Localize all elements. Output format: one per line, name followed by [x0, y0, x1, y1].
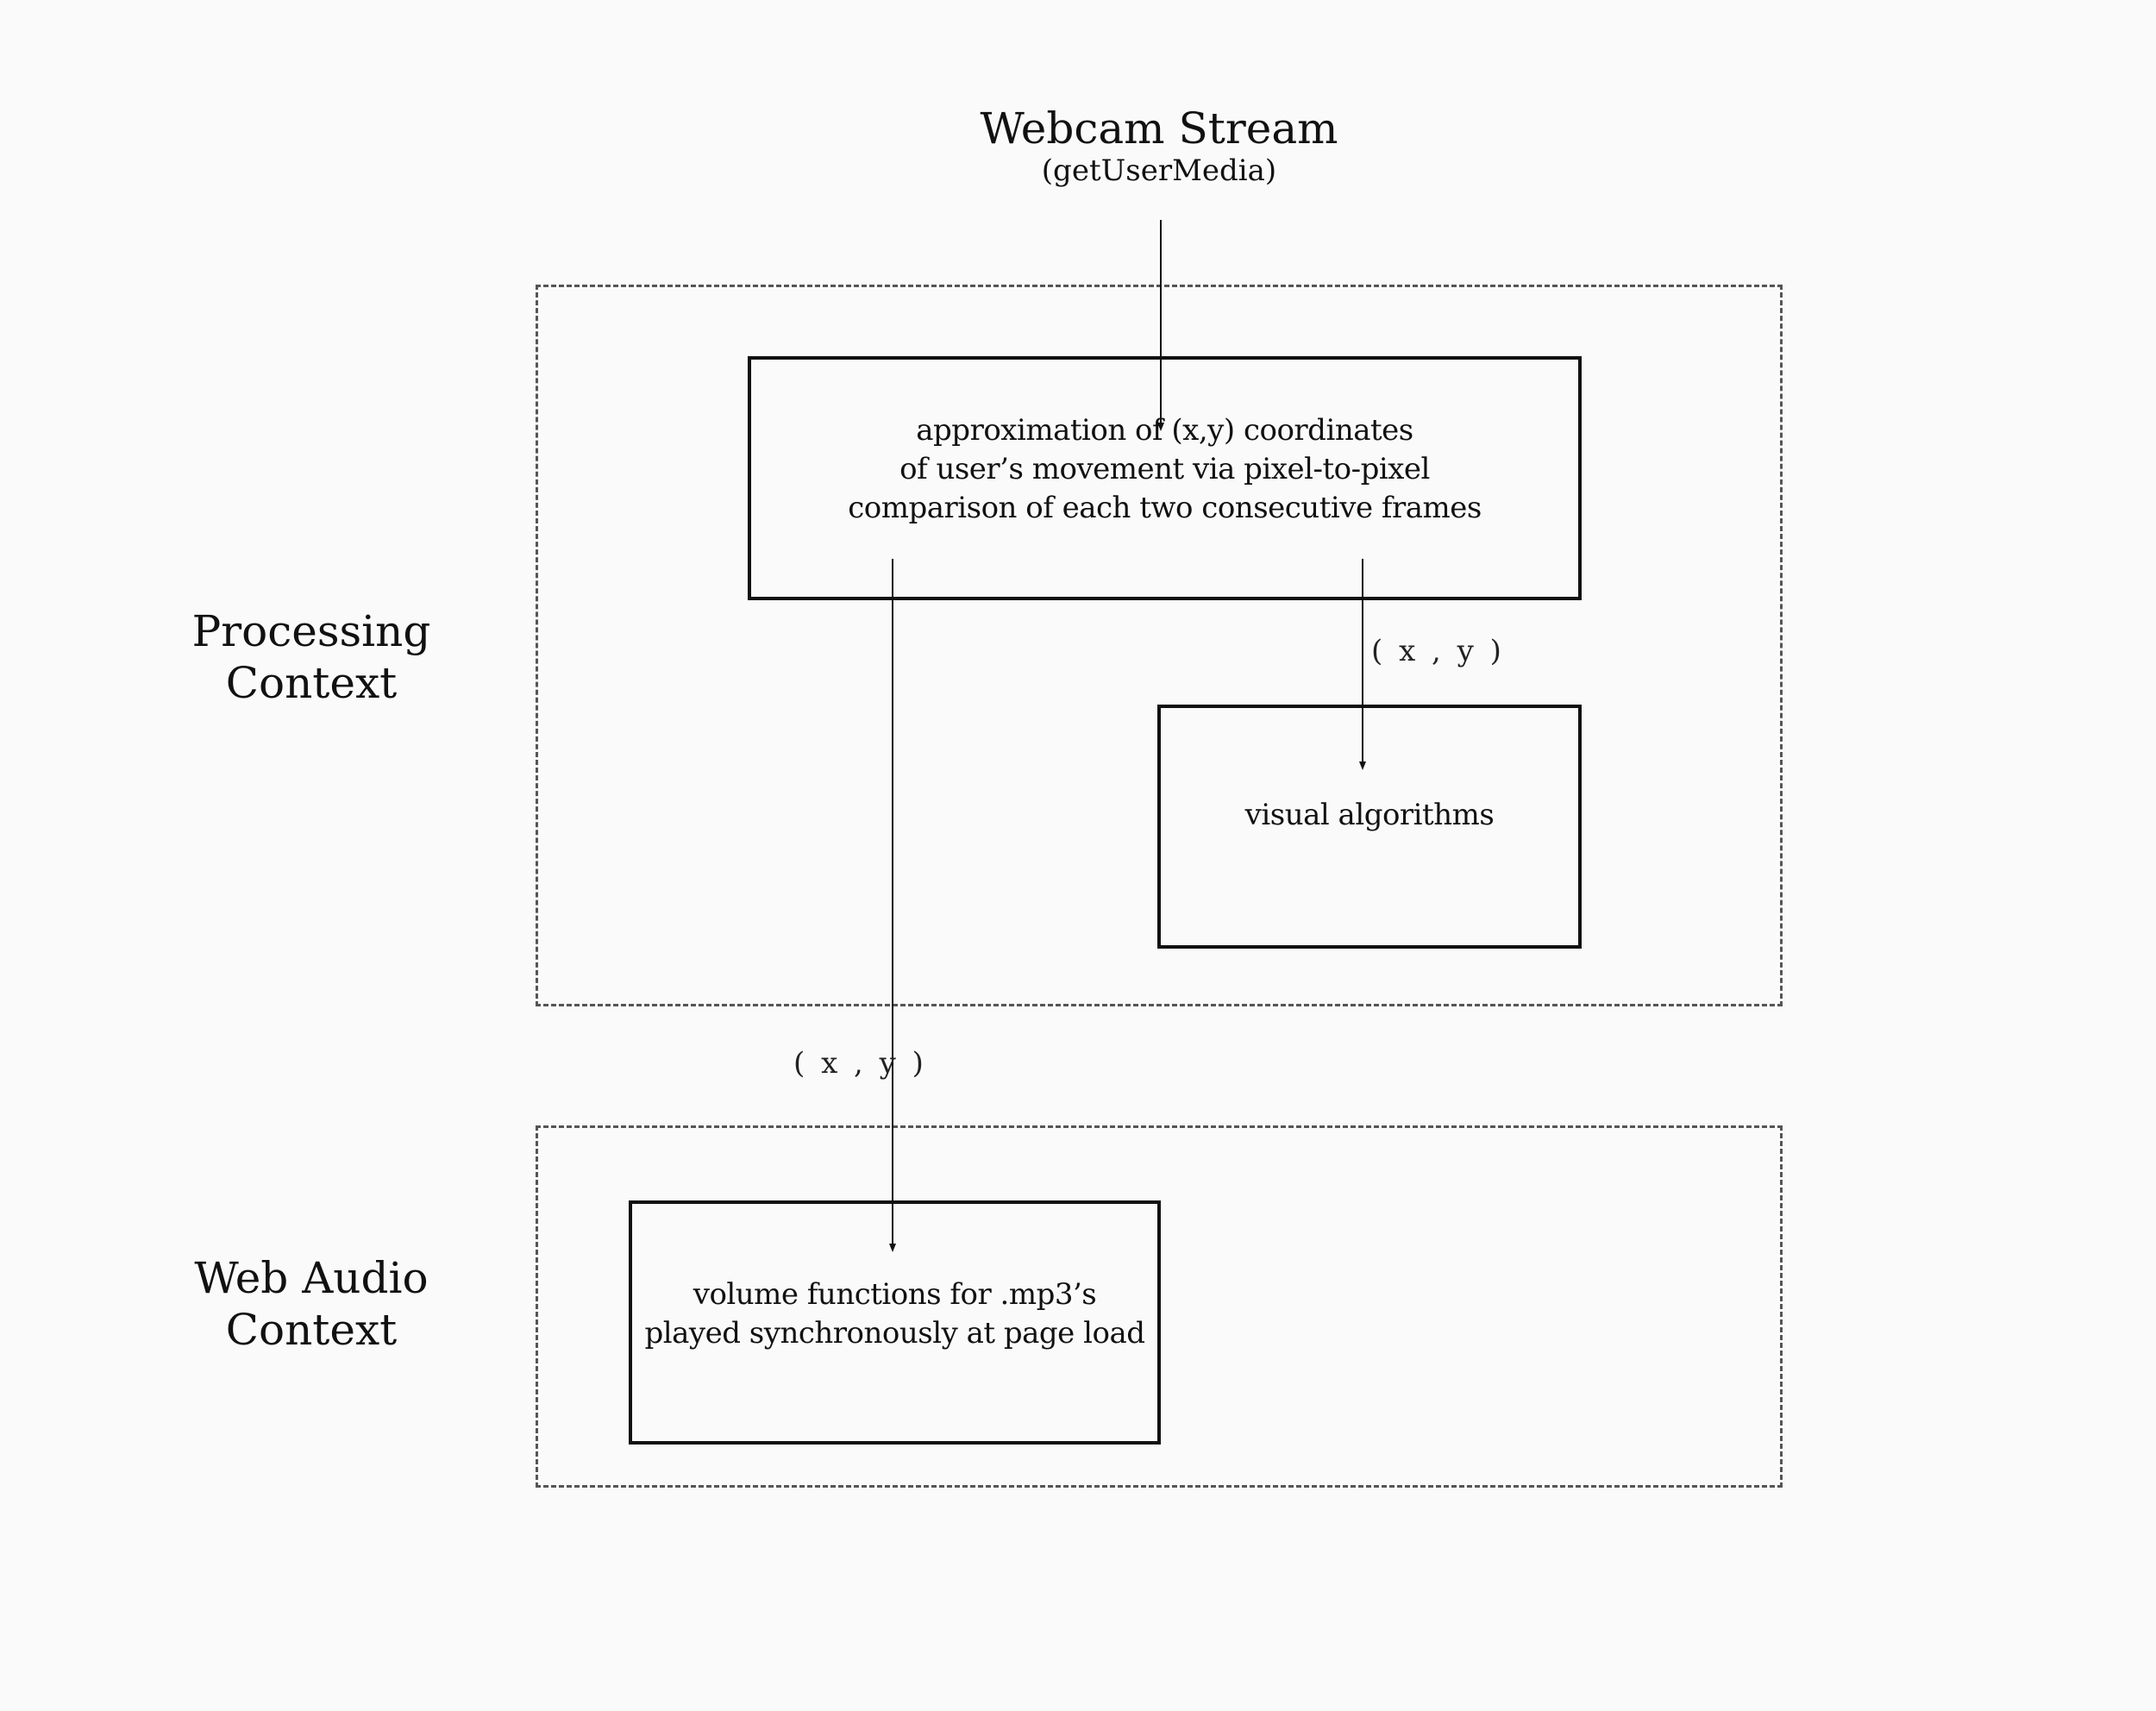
volume-functions-node-text: volume functions for .mp3’s played synch…	[644, 1276, 1145, 1351]
web-audio-context-label: Web Audio Context	[194, 1253, 429, 1355]
approximation-node: approximation of (x,y) coordinates of us…	[748, 356, 1582, 600]
web-audio-context-region	[536, 1125, 1783, 1488]
volume-functions-node: volume functions for .mp3’s played synch…	[629, 1200, 1161, 1445]
visual-algorithms-node: visual algorithms	[1157, 705, 1582, 949]
edge-label-approx-to-visual: ( x , y )	[1371, 634, 1505, 668]
edge-label-approx-to-volume: ( x , y )	[793, 1046, 927, 1081]
processing-context-label: Processing Context	[191, 606, 431, 708]
webcam-stream-subtitle: (getUserMedia)	[1041, 154, 1277, 188]
processing-context-region	[536, 285, 1783, 1006]
approximation-node-text: approximation of (x,y) coordinates of us…	[848, 413, 1482, 525]
webcam-stream-source: Webcam Stream (getUserMedia)	[900, 103, 1418, 188]
visual-algorithms-node-text: visual algorithms	[1244, 798, 1495, 832]
webcam-stream-title: Webcam Stream	[980, 103, 1338, 154]
